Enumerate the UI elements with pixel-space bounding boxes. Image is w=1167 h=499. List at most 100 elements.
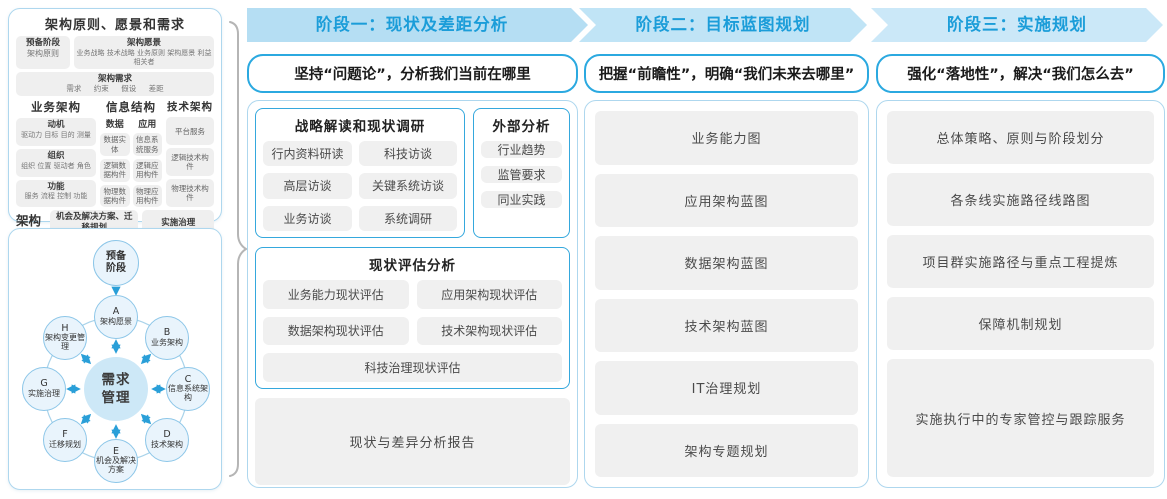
adm-node-label: 架构愿景 — [100, 316, 132, 326]
phase3-item: 各条线实施路径线路图 — [887, 173, 1154, 226]
adm-node-letter: E — [112, 445, 119, 457]
motivation-box: 动机 驱动力 目标 目的 测量 — [16, 118, 96, 146]
vision-items: 业务战略 技术战略 业务原则 架构愿景 利益相关者 — [76, 48, 212, 66]
double-arrow-icon — [80, 413, 92, 425]
tech-item: 逻辑技术构件 — [166, 148, 214, 177]
organization-box: 组织 组织 位置 驱动者 角色 — [16, 148, 96, 177]
tech-item: 平台服务 — [166, 117, 214, 146]
adm-node-g: G 实施治理 — [22, 367, 66, 411]
external-item: 同业实践 — [481, 191, 562, 208]
adm-node-label: 业务架构 — [151, 337, 183, 347]
research-item: 系统调研 — [359, 205, 457, 231]
prep-phase-box: 预备阶段 架构原则 — [16, 36, 70, 69]
adm-node-prep-label: 预备阶段 — [106, 251, 126, 274]
external-item: 监管要求 — [481, 166, 562, 183]
external-item: 行业趋势 — [481, 141, 562, 158]
phase3-subtitle: 强化“落地性”，解决“我们怎么去” — [876, 54, 1165, 93]
phase3-item: 总体策略、原则与阶段划分 — [887, 111, 1154, 164]
adm-node-e: E 机会及解决方案 — [94, 439, 138, 483]
technical-architecture-column: 技术架构 平台服务 逻辑技术构件 物理技术构件 — [166, 99, 214, 208]
strategy-research-group: 战略解读和现状调研 行内资料研读 科技访谈 高层访谈 关键系统访谈 业务访谈 系… — [255, 108, 465, 238]
information-structure-title: 信息结构 — [106, 100, 156, 115]
double-arrow-icon — [140, 413, 152, 425]
phase2-subtitle: 把握“前瞻性”，明确“我们未来去哪里” — [584, 54, 869, 93]
adm-node-label: 技术架构 — [151, 439, 183, 449]
architecture-vision-box: 架构愿景 业务战略 技术战略 业务原则 架构愿景 利益相关者 — [74, 36, 214, 69]
phase2-title: 阶段二：目标蓝图规划 — [635, 15, 811, 34]
research-item: 高层访谈 — [263, 173, 353, 199]
phase1-band-segment — [247, 8, 588, 42]
phase2-band-segment — [579, 8, 867, 42]
adm-node-h: H 架构变更管理 — [43, 316, 87, 360]
research-item: 科技访谈 — [359, 141, 457, 167]
double-arrow-icon — [80, 353, 92, 365]
adm-node-label: 迁移规划 — [49, 439, 81, 449]
adm-node-letter: H — [61, 322, 69, 334]
application-item: 信息系统服务 — [132, 133, 162, 156]
data-subcolumn: 数据 数据实体 逻辑数据构件 物理数据构件 — [100, 117, 130, 208]
assessment-item: 应用架构现状评估 — [416, 280, 562, 309]
adm-cycle-panel: 预备阶段 A 架构愿景 B 业务架构 C 信息系统架构 D 技术架构 E 机会及… — [8, 228, 222, 490]
function-box: 功能 服务 流程 控制 功能 — [16, 179, 96, 208]
prep-phase-line1: 预备阶段 — [25, 38, 60, 48]
phase2-item: IT治理规划 — [595, 361, 858, 415]
assessment-item: 科技治理现状评估 — [263, 353, 562, 382]
data-item: 数据实体 — [100, 133, 130, 156]
assessment-item: 业务能力现状评估 — [263, 280, 409, 309]
function-items: 服务 流程 控制 功能 — [24, 192, 88, 201]
data-item: 物理数据构件 — [100, 184, 130, 208]
phase2-item: 技术架构蓝图 — [595, 298, 858, 352]
information-structure-column: 信息结构 数据 数据实体 逻辑数据构件 物理数据构件 应用 信息系统服务 逻辑应… — [100, 99, 162, 208]
vision-title: 架构愿景 — [126, 38, 161, 48]
application-subcolumn: 应用 信息系统服务 逻辑应用构件 物理应用构件 — [132, 117, 162, 208]
research-item: 关键系统访谈 — [359, 173, 457, 199]
research-item: 行内资料研读 — [263, 141, 353, 167]
business-architecture-title: 业务架构 — [31, 100, 81, 115]
adm-node-letter: F — [62, 429, 68, 441]
technical-architecture-title: 技术架构 — [167, 101, 213, 114]
adm-center-requirements: 需求管理 — [84, 357, 148, 421]
brace-icon — [229, 21, 248, 477]
panel-title: 架构原则、愿景和需求 — [44, 18, 185, 33]
assessment-item: 数据架构现状评估 — [263, 316, 409, 346]
phase3-band-segment — [871, 8, 1163, 42]
adm-node-letter: C — [184, 373, 192, 385]
adm-node-letter: B — [163, 327, 171, 339]
phase1-subtitle: 坚持“问题论”，分析我们当前在哪里 — [247, 54, 578, 93]
adm-node-letter: D — [163, 429, 171, 441]
phase2-item: 架构专题规划 — [595, 423, 858, 477]
adm-node-d: D 技术架构 — [145, 418, 189, 462]
architecture-principles-panel: 架构原则、愿景和需求 预备阶段 架构原则 架构愿景 业务战略 技术战略 业务原则… — [8, 8, 222, 245]
phase-band — [247, 8, 1163, 42]
assessment-group: 现状评估分析 业务能力现状评估 应用架构现状评估 数据架构现状评估 技术架构现状… — [255, 247, 570, 389]
business-architecture-column: 业务架构 动机 驱动力 目标 目的 测量 组织 组织 位置 驱动者 角色 功能 … — [16, 99, 96, 208]
double-arrow-icon — [140, 353, 152, 365]
adm-node-a: A 架构愿景 — [94, 295, 138, 339]
function-title: 功能 — [47, 181, 65, 192]
application-title: 应用 — [138, 120, 157, 131]
implementation-governance-title: 实施治理 — [161, 217, 196, 228]
assessment-item: 技术架构现状评估 — [416, 316, 562, 346]
adm-node-label: 机会及解决方案 — [96, 456, 136, 475]
adm-node-label: 信息系统架构 — [168, 384, 208, 403]
organization-items: 组织 位置 驱动者 角色 — [21, 161, 91, 170]
gap-analysis-report-box: 现状与差异分析报告 — [255, 398, 570, 485]
phase2-column: 业务能力图 应用架构蓝图 数据架构蓝图 技术架构蓝图 IT治理规划 架构专题规划 — [584, 100, 869, 488]
data-title: 数据 — [105, 120, 124, 131]
adm-node-label: 实施治理 — [28, 388, 60, 398]
organization-title: 组织 — [47, 150, 65, 161]
phase3-item: 项目群实施路径与重点工程提炼 — [887, 235, 1154, 288]
phase1-column: 战略解读和现状调研 行内资料研读 科技访谈 高层访谈 关键系统访谈 业务访谈 系… — [247, 100, 578, 488]
phase1-title: 阶段一：现状及差距分析 — [315, 15, 509, 34]
data-item: 逻辑数据构件 — [100, 158, 130, 182]
adm-center-label: 需求管理 — [101, 371, 131, 406]
prep-phase-line2: 架构原则 — [27, 48, 59, 58]
phase2-item: 数据架构蓝图 — [595, 236, 858, 290]
strategy-research-title: 战略解读和现状调研 — [294, 119, 426, 135]
phase3-item: 保障机制规划 — [887, 297, 1154, 350]
phase3-column: 总体策略、原则与阶段划分 各条线实施路径线路图 项目群实施路径与重点工程提炼 保… — [876, 100, 1165, 488]
phase3-title: 阶段三：实施规划 — [947, 15, 1087, 34]
adm-node-f: F 迁移规划 — [43, 418, 87, 462]
external-analysis-title: 外部分析 — [492, 119, 551, 135]
